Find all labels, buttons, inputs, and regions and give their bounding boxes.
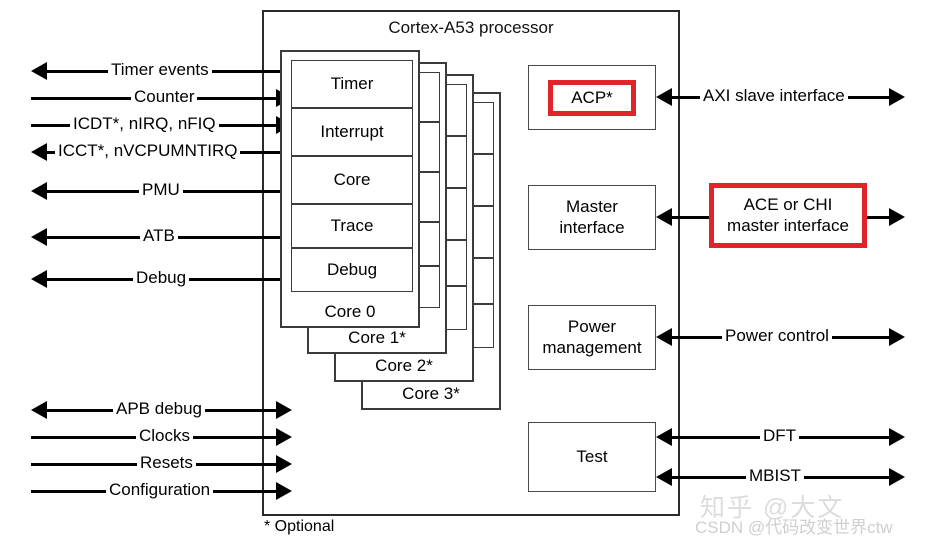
signal-label-icct: ICCT*, nVCPUMNTIRQ (55, 141, 241, 161)
arrow-right-ace-chi (889, 208, 905, 226)
arrow-left-ace-chi (656, 208, 672, 226)
ace-chi-label-line1: ACE or CHI (743, 195, 833, 215)
watermark-csdn: CSDN @代码改变世界ctw (695, 518, 893, 537)
arrow-left-apb-debug (31, 401, 47, 419)
test-block[interactable]: Test (528, 422, 656, 492)
arrow-left-debug (31, 270, 47, 288)
signal-label-timer-events: Timer events (108, 60, 212, 80)
core-1-label: Core 1* (348, 328, 406, 347)
optional-footnote: * Optional (264, 518, 335, 535)
master-interface-label-line1: Master (566, 197, 618, 217)
signal-label-dft: DFT (760, 426, 800, 446)
ace-chi-master-interface-highlight[interactable]: ACE or CHI master interface (709, 183, 867, 248)
arrow-right-axi-slave (889, 88, 905, 106)
arrow-left-power-control (656, 328, 672, 346)
core-0-label: Core 0 (324, 302, 376, 321)
power-management-label-line1: Power (567, 317, 617, 337)
acp-highlight-box (548, 80, 636, 116)
signal-label-apb-debug: APB debug (113, 399, 206, 419)
arrow-left-icct (31, 143, 47, 161)
arrow-right-mbist (889, 468, 905, 486)
signal-label-configuration: Configuration (106, 480, 214, 500)
core-3-label: Core 3* (402, 384, 460, 403)
power-management-block[interactable]: Power management (528, 305, 656, 370)
master-interface-label-line2: interface (559, 217, 625, 237)
core-0-box[interactable]: Timer Interrupt Core Trace Debug Core 0 (280, 50, 420, 328)
arrow-left-timer-events (31, 62, 47, 80)
arrow-left-axi-slave (656, 88, 672, 106)
signal-label-debug: Debug (133, 268, 190, 288)
signal-label-mbist: MBIST (746, 466, 804, 486)
master-interface-block[interactable]: Master interface (528, 185, 656, 250)
page-title: Cortex-A53 processor (388, 18, 554, 37)
signal-label-atb: ATB (140, 226, 178, 246)
signal-label-power-control: Power control (722, 326, 832, 346)
core-block-trace[interactable]: Trace (291, 204, 413, 248)
core-block-core[interactable]: Core (291, 156, 413, 204)
core-block-timer[interactable]: Timer (291, 60, 413, 108)
power-management-label-line2: management (542, 337, 642, 357)
arrow-right-dft (889, 428, 905, 446)
signal-label-axi-slave: AXI slave interface (700, 86, 848, 106)
signal-label-counter: Counter (131, 87, 198, 107)
arrow-left-pmu (31, 182, 47, 200)
arrow-right-resets (276, 455, 292, 473)
ace-chi-label-line2: master interface (727, 215, 849, 235)
signal-label-icdt: ICDT*, nIRQ, nFIQ (70, 114, 219, 134)
core-block-interrupt[interactable]: Interrupt (291, 108, 413, 156)
signal-label-pmu: PMU (139, 180, 183, 200)
acp-label: ACP* (571, 88, 613, 107)
signal-label-resets: Resets (137, 453, 196, 473)
arrow-right-configuration (276, 482, 292, 500)
arrow-right-power-control (889, 328, 905, 346)
core-2-label: Core 2* (375, 356, 433, 375)
arrow-right-apb-debug (276, 401, 292, 419)
signal-label-clocks: Clocks (136, 426, 194, 446)
arrow-left-atb (31, 228, 47, 246)
core-block-debug[interactable]: Debug (291, 248, 413, 292)
arrow-left-dft (656, 428, 672, 446)
arrow-left-mbist (656, 468, 672, 486)
watermark-zhihu: 知乎 @大文 (700, 494, 845, 522)
arrow-right-clocks (276, 428, 292, 446)
